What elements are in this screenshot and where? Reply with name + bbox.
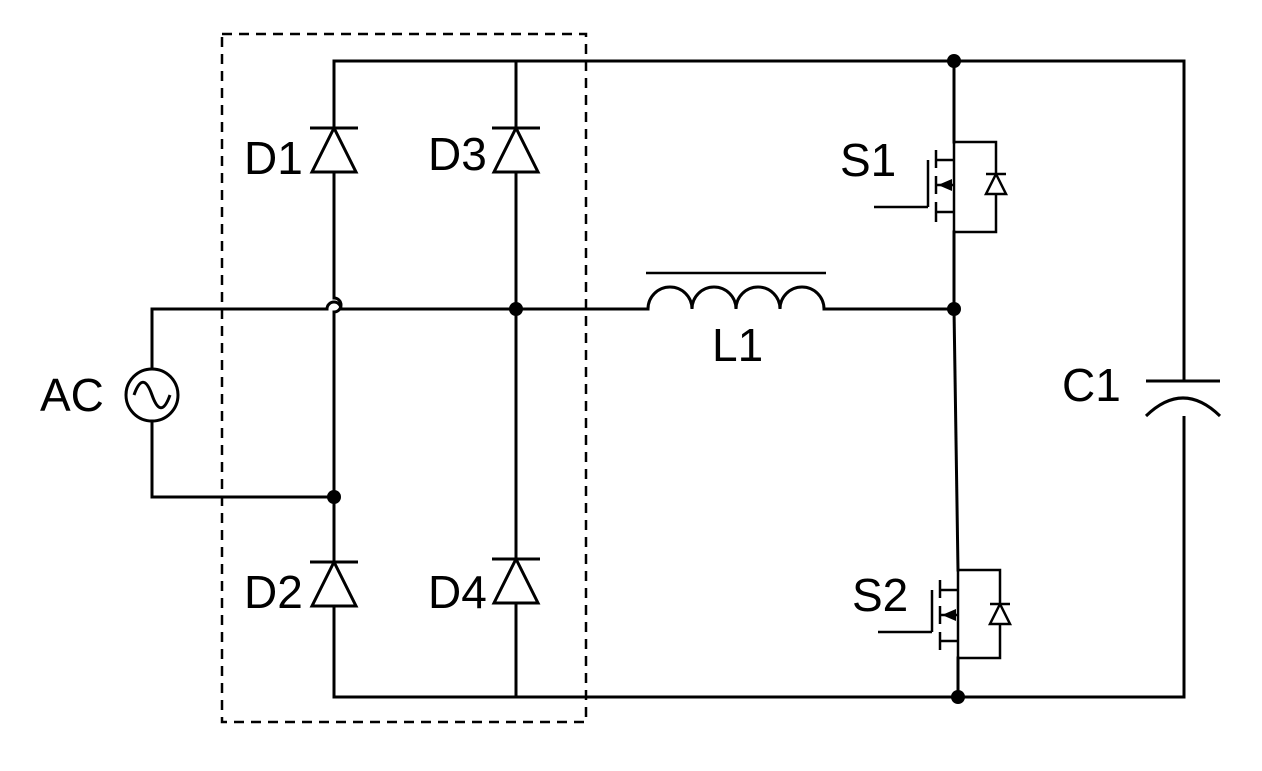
d4-label: D4 bbox=[428, 566, 487, 618]
body-diode-s2 bbox=[990, 604, 1010, 624]
c1-label: C1 bbox=[1062, 359, 1121, 411]
d3-label: D3 bbox=[428, 128, 487, 180]
diode-d4 bbox=[492, 559, 540, 603]
junction-dot bbox=[951, 690, 965, 704]
ac-label: AC bbox=[40, 369, 104, 421]
ac-bottom-wire bbox=[152, 422, 334, 497]
junction-dot bbox=[327, 490, 341, 504]
body-diode-s1 bbox=[986, 174, 1006, 194]
diode-d1 bbox=[310, 128, 358, 172]
l1-label: L1 bbox=[712, 319, 763, 371]
diode-d3 bbox=[492, 128, 540, 172]
ac-top-wire bbox=[152, 302, 648, 388]
d2-label: D2 bbox=[244, 566, 303, 618]
junction-dot bbox=[947, 54, 961, 68]
s1-label: S1 bbox=[840, 134, 896, 186]
junction-dot bbox=[947, 302, 961, 316]
s2-label: S2 bbox=[852, 569, 908, 621]
junction-dot bbox=[509, 302, 523, 316]
s2-drain-wire bbox=[954, 309, 958, 570]
ac-source bbox=[126, 369, 178, 421]
inductor-l1 bbox=[646, 273, 826, 309]
d1-label: D1 bbox=[244, 132, 303, 184]
capacitor-c1 bbox=[1146, 381, 1220, 416]
diode-d2 bbox=[310, 562, 358, 606]
